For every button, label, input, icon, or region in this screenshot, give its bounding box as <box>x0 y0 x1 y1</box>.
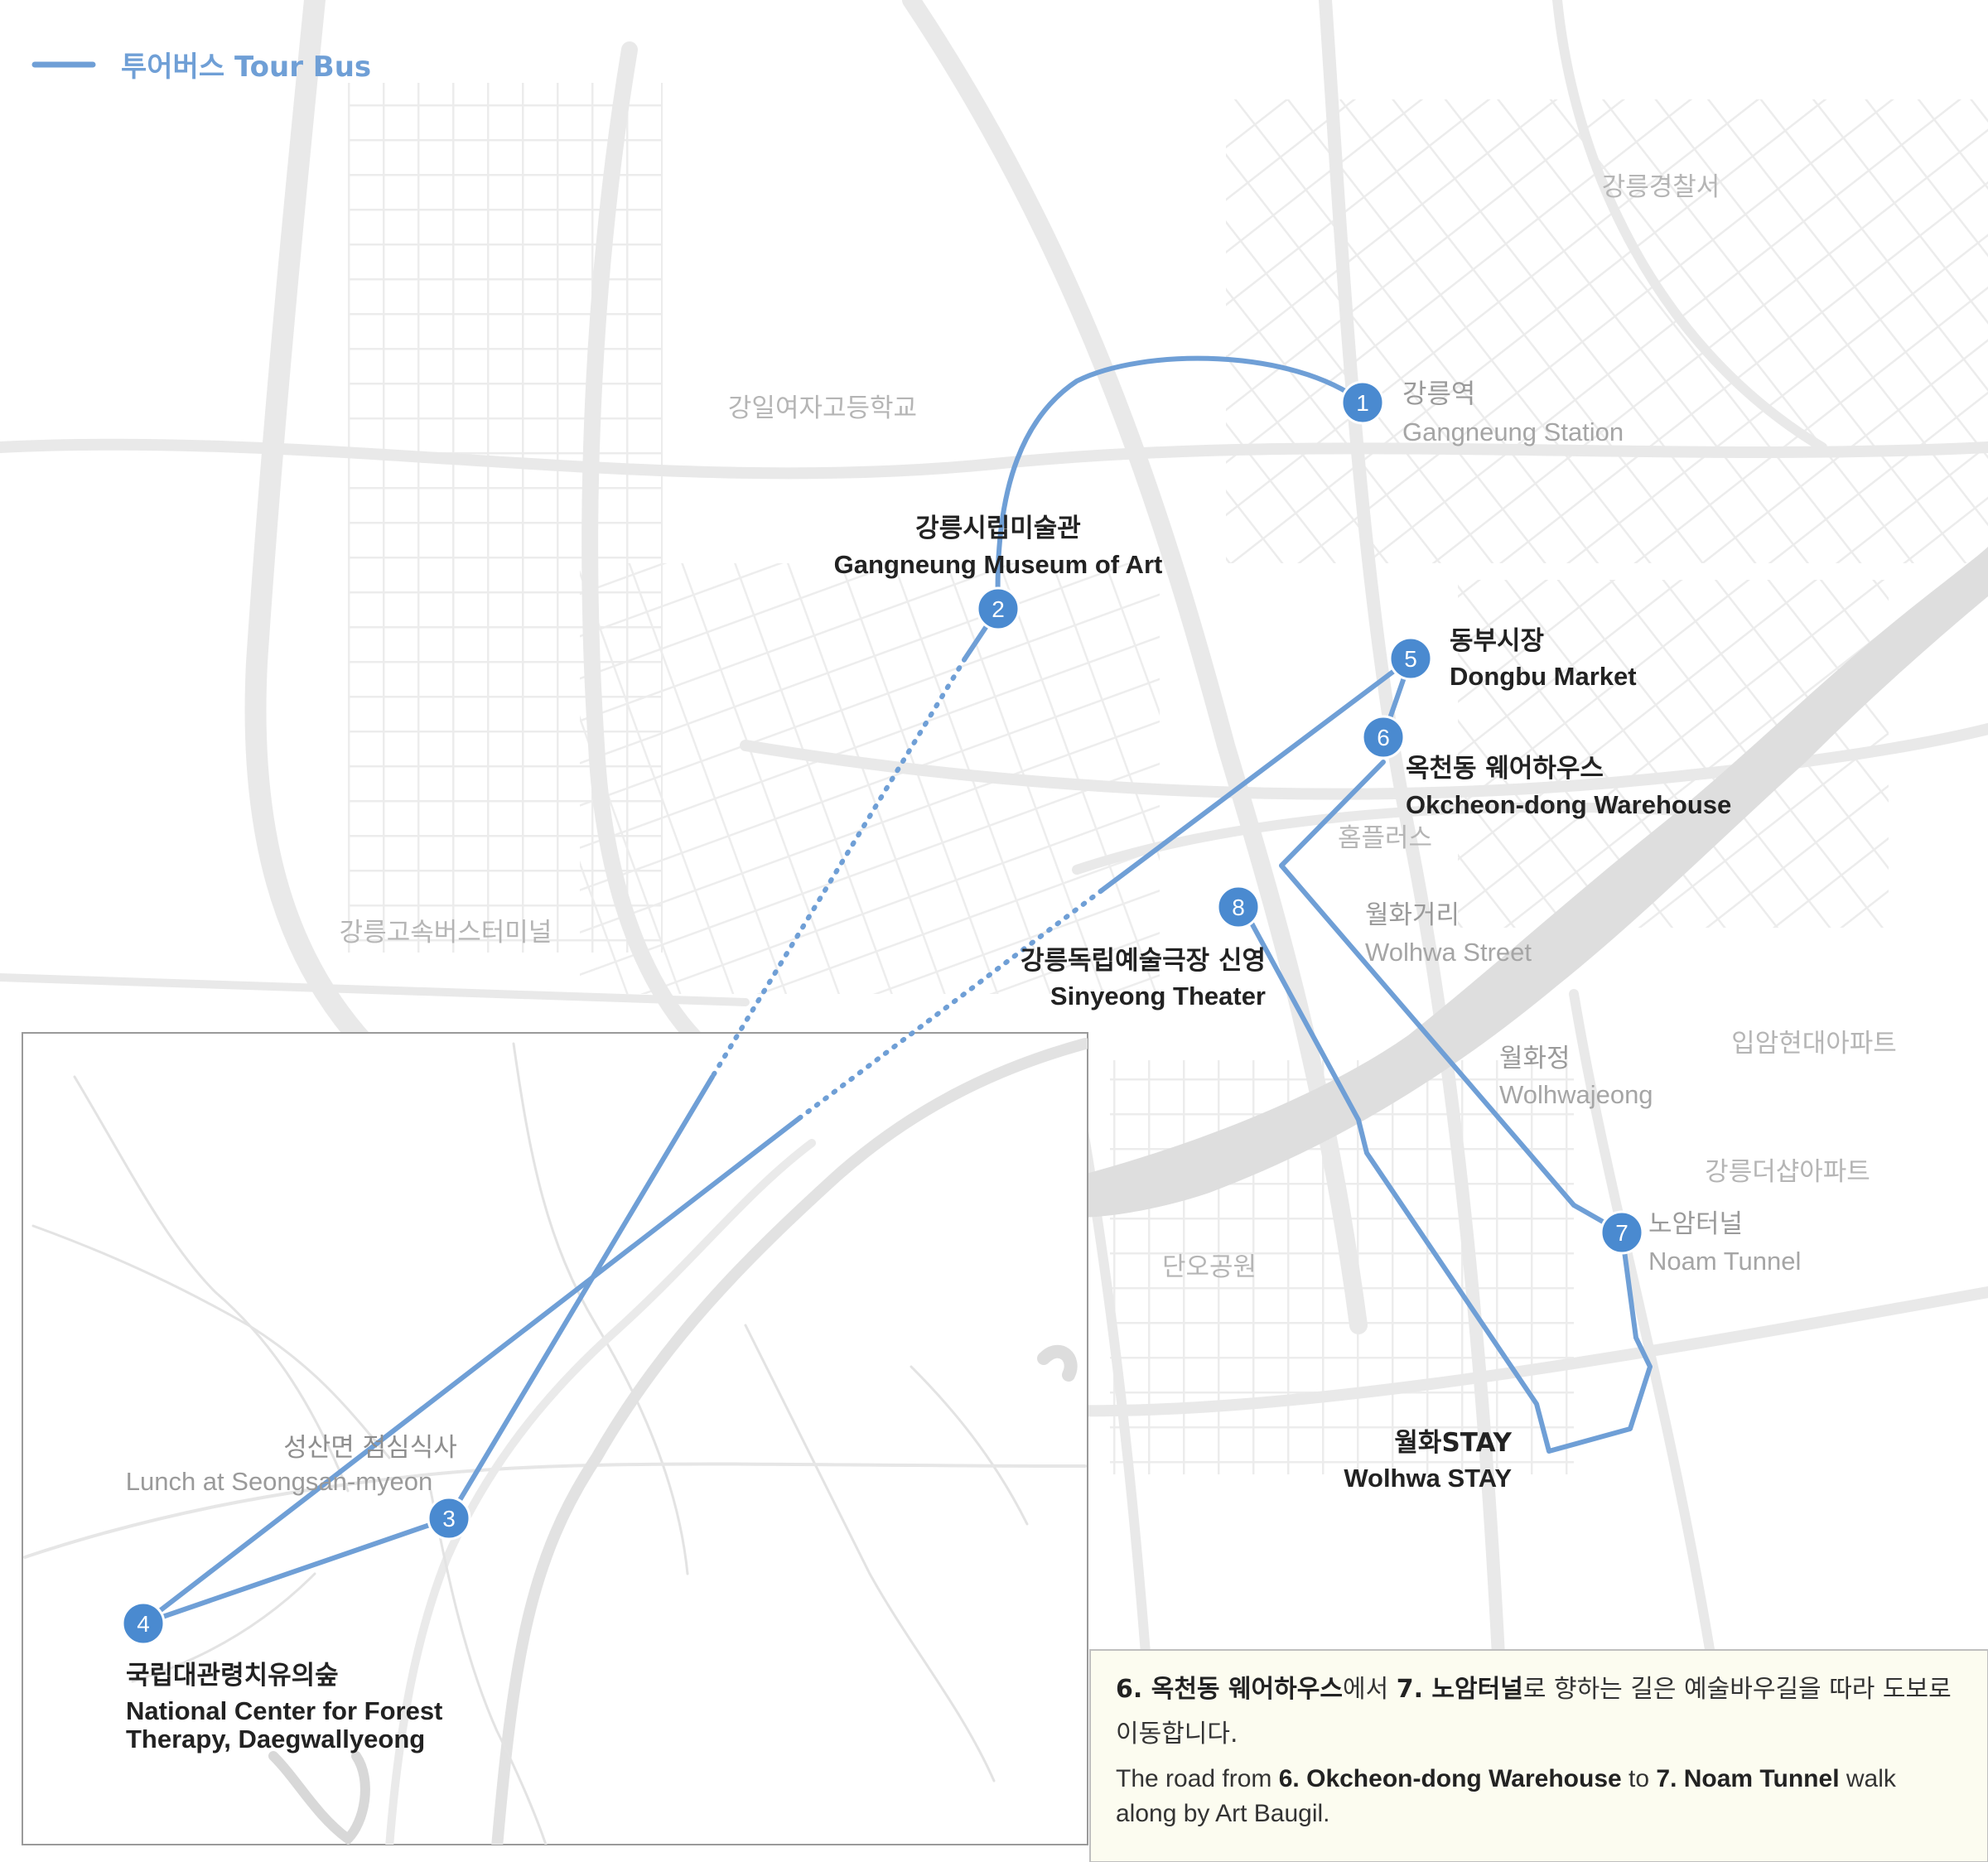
stop-1-marker-circle <box>1340 380 1385 425</box>
stop-6-marker-circle <box>1361 715 1406 760</box>
route-segment-6-7-walk <box>1279 760 1624 1235</box>
stop-4-marker-circle <box>121 1601 166 1646</box>
route-segment-7-stay <box>1236 896 1653 1454</box>
river <box>1077 547 1988 1218</box>
stop-4-marker[interactable]: 4 <box>121 1601 166 1646</box>
endpoint-label-en: Wolhwa STAY <box>1344 1464 1512 1493</box>
place-ipam-hyundai-apt: 입암현대아파트 <box>1731 1029 1897 1059</box>
note-ko-stop7: 7. 노암터널 <box>1397 1675 1523 1704</box>
stop-2-marker-number: 2 <box>992 596 1005 622</box>
note-ko-text-a: 에서 <box>1343 1675 1397 1704</box>
note-line-en-1: The road from 6. Okcheon-dong Warehouse … <box>1116 1765 1897 1792</box>
stop-7-marker-number: 7 <box>1615 1220 1629 1246</box>
stop-3-label-ko: 성산면 점심식사 <box>283 1433 457 1463</box>
inset-map <box>22 1032 1088 1845</box>
place-wolhwajeong-en: Wolhwajeong <box>1499 1080 1653 1109</box>
place-wolhwajeong-ko: 월화정 <box>1499 1044 1571 1073</box>
route-segment-1-2 <box>995 355 1365 611</box>
note-en-stop6: 6. Okcheon-dong Warehouse <box>1279 1765 1622 1792</box>
place-police-station: 강릉경찰서 <box>1602 172 1720 202</box>
stop-3-marker[interactable]: 3 <box>427 1496 471 1541</box>
legend-label: 투어버스 Tour Bus <box>121 51 371 84</box>
place-homeplus: 홈플러스 <box>1338 823 1432 853</box>
inset-terrain <box>23 1038 1088 1845</box>
place-express-bus-terminal: 강릉고속버스터미널 <box>340 918 552 948</box>
stop-1-label-ko: 강릉역 <box>1402 378 1475 409</box>
stop-7-label-ko: 노암터널 <box>1648 1209 1743 1239</box>
stop-1-label-en: Gangneung Station <box>1402 417 1624 446</box>
stop-8-marker-circle <box>1216 885 1261 929</box>
route-segment-4-5-dotted <box>797 888 1104 1121</box>
stop-7-marker[interactable]: 7 <box>1600 1210 1644 1255</box>
note-line-ko-2: 이동합니다. <box>1116 1720 1238 1749</box>
stop-2-label-ko: 강릉시립미술관 <box>915 514 1081 543</box>
stop-5-label-ko: 동부시장 <box>1450 626 1544 656</box>
stop-5-label-en: Dongbu Market <box>1450 662 1637 691</box>
stop-1-marker-number: 1 <box>1356 390 1369 416</box>
stop-8-marker-number: 8 <box>1232 895 1245 920</box>
legend: 투어버스 Tour Bus <box>31 51 371 84</box>
place-labels: 강릉경찰서 강일여자고등학교 강릉고속버스터미널 홈플러스 월화거리 Wolhw… <box>340 172 1897 1282</box>
place-gangneung-thesharp-apt: 강릉더샵아파트 <box>1705 1157 1870 1187</box>
stop-5-marker-circle <box>1388 636 1433 681</box>
note-line-en-2: along by Art Baugil. <box>1116 1800 1330 1827</box>
stop-4-label-en: National Center for Forest <box>126 1696 442 1725</box>
endpoint-label-ko: 월화STAY <box>1394 1428 1512 1458</box>
route-segment-3-4 <box>141 1516 451 1626</box>
place-gangil-girls-high-school: 강일여자고등학교 <box>728 393 917 423</box>
place-dano-park: 단오공원 <box>1162 1252 1257 1282</box>
stop-4-label-ko: 국립대관령치유의숲 <box>126 1661 339 1691</box>
note-en-text-b: to <box>1622 1765 1657 1792</box>
note-en-text-c: walk <box>1840 1765 1897 1792</box>
walking-note: 6. 옥천동 웨어하우스에서 7. 노암터널로 향하는 길은 예술바우길을 따라… <box>1089 1649 1988 1862</box>
stop-2-marker[interactable]: 2 <box>976 586 1021 631</box>
stop-8-label-en: Sinyeong Theater <box>1050 982 1266 1011</box>
route-segment-2-3-inset <box>446 1074 715 1521</box>
stop-1-marker[interactable]: 1 <box>1340 380 1385 425</box>
stop-5-marker-number: 5 <box>1404 646 1417 672</box>
stop-6-marker[interactable]: 6 <box>1361 715 1406 760</box>
note-line-ko-1: 6. 옥천동 웨어하우스에서 7. 노암터널로 향하는 길은 예술바우길을 따라… <box>1116 1675 1952 1704</box>
stop-5-marker[interactable]: 5 <box>1388 636 1433 681</box>
stop-8-marker[interactable]: 8 <box>1216 885 1261 929</box>
stop-6-label-en: Okcheon-dong Warehouse <box>1406 790 1731 819</box>
note-en-text-a: The road from <box>1116 1765 1279 1792</box>
route-segment-2-3-dotted <box>710 656 967 1079</box>
note-box <box>1089 1649 1988 1862</box>
stop-6-marker-number: 6 <box>1377 725 1390 750</box>
stop-labels: 강릉역 Gangneung Station 강릉시립미술관 Gangneung … <box>126 378 1802 1753</box>
inset-frame <box>22 1032 1088 1845</box>
stop-7-marker-circle <box>1600 1210 1644 1255</box>
stop-3-marker-circle <box>427 1496 471 1541</box>
route-segment-4-5-inset <box>141 1116 802 1626</box>
stop-2-label-en: Gangneung Museum of Art <box>834 550 1163 579</box>
stop-3-marker-number: 3 <box>442 1506 456 1532</box>
note-en-stop7: 7. Noam Tunnel <box>1656 1765 1839 1792</box>
stop-2-marker-circle <box>976 586 1021 631</box>
place-wolhwa-street-ko: 월화거리 <box>1365 900 1460 930</box>
stop-markers: 1 2 3 4 5 6 7 8 <box>121 380 1644 1646</box>
route-segment-4-5-solid <box>1099 656 1413 893</box>
place-wolhwa-street-en: Wolhwa Street <box>1365 938 1532 967</box>
stop-8-label-ko: 강릉독립예술극장 신영 <box>1021 946 1266 976</box>
stop-4-label-en-line2: Therapy, Daegwallyeong <box>126 1725 425 1753</box>
note-ko-stop6: 6. 옥천동 웨어하우스 <box>1116 1675 1343 1704</box>
stop-6-label-ko: 옥천동 웨어하우스 <box>1406 754 1604 784</box>
stop-7-label-en: Noam Tunnel <box>1648 1247 1801 1276</box>
stop-4-marker-number: 4 <box>137 1611 150 1637</box>
stop-3-label-en: Lunch at Seongsan-myeon <box>126 1467 433 1496</box>
note-ko-text-b: 로 향하는 길은 예술바우길을 따라 도보로 <box>1523 1675 1952 1704</box>
